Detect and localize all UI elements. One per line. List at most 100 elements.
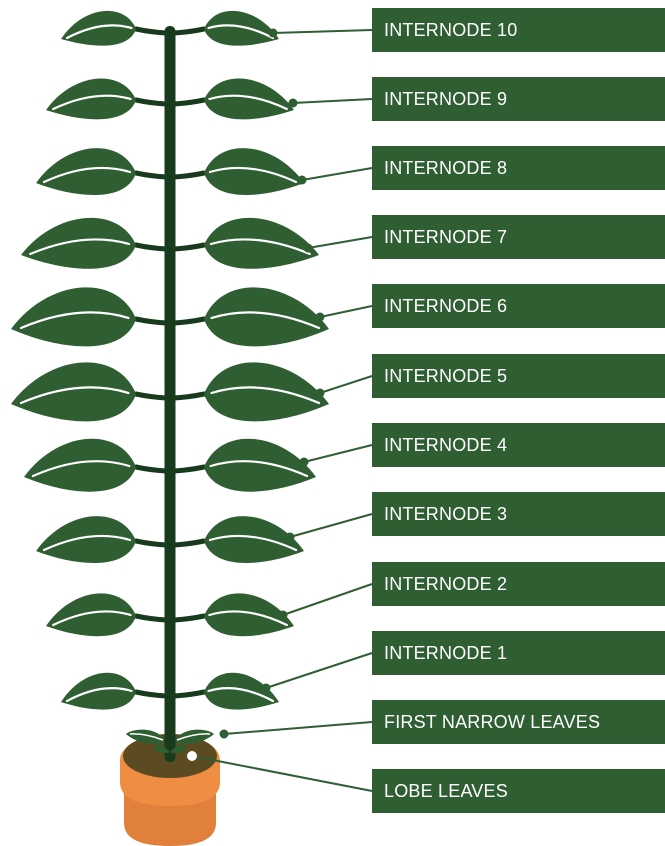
internode-8-leaf-left-petiole xyxy=(133,170,169,180)
internode-2-leaf-left-blade xyxy=(46,593,136,637)
internode-3-leaf-right-petiole xyxy=(171,538,207,548)
label-internode-9-text: INTERNODE 9 xyxy=(384,88,508,109)
internode-7-leaf-right-blade xyxy=(204,217,319,269)
label-internode-7: INTERNODE 7 xyxy=(372,215,665,259)
internode-5-leaf-right-petiole xyxy=(171,391,207,401)
internode-7-leader-dot xyxy=(303,243,313,253)
label-internode-6: INTERNODE 6 xyxy=(372,284,665,328)
internode-2-leaf-left-petiole xyxy=(133,613,169,623)
internode-4-leaf-right-petiole xyxy=(171,464,207,474)
internode-2-leader-dot xyxy=(278,610,288,620)
label-internode-3: INTERNODE 3 xyxy=(372,492,665,536)
internode-6-leaf-right-midrib xyxy=(210,311,321,330)
internode-3-leader-line xyxy=(289,513,373,538)
internode-1-leader-dot xyxy=(261,683,271,693)
internode-6-leaf-left xyxy=(11,287,169,347)
lobe-leaves-group xyxy=(154,744,186,754)
internode-2-leaf-right-midrib xyxy=(208,610,288,627)
internode-6-leaf-right-blade xyxy=(204,287,329,347)
internode-7-leader-line xyxy=(307,236,373,249)
label-internode-6-text: INTERNODE 6 xyxy=(384,295,508,316)
internode-8-leader-dot xyxy=(297,175,307,185)
internode-10-leaf-right-petiole xyxy=(171,26,207,36)
internode-8-leaf-right-petiole xyxy=(171,170,207,180)
internode-7-leaf-right-midrib xyxy=(209,238,311,256)
first-narrow-leaf-blade xyxy=(173,729,214,744)
internode-6-leaf-right-petiole xyxy=(171,316,207,326)
label-internode-4: INTERNODE 4 xyxy=(372,423,665,467)
internode-5-leaf-left-blade xyxy=(11,362,136,422)
internode-6-leaf-left-petiole xyxy=(133,316,169,326)
internode-3-leaf-left xyxy=(36,516,169,564)
internode-9-leaf-left-midrib xyxy=(52,94,132,111)
first-narrow-leaf-midrib xyxy=(176,733,211,741)
internode-9-leaf-right-midrib xyxy=(208,94,288,111)
label-lobe-leaves-text: LOBE LEAVES xyxy=(384,780,508,801)
internode-4-leaf-left-petiole xyxy=(133,464,169,474)
internode-10-leader-line xyxy=(272,29,373,34)
internode-9-leaf-right xyxy=(171,78,294,120)
internode-2-leaf-left-midrib xyxy=(52,610,132,627)
label-internode-3-text: INTERNODE 3 xyxy=(384,503,508,524)
label-internode-7-text: INTERNODE 7 xyxy=(384,226,508,247)
label-internode-10-text: INTERNODE 10 xyxy=(384,19,518,40)
internode-8-leaf-left-midrib xyxy=(42,166,132,184)
internode-6-leader-line xyxy=(319,305,373,318)
label-internode-4-text: INTERNODE 4 xyxy=(384,434,508,455)
internode-9-leaf-left xyxy=(46,78,169,120)
internode-3-leaf-left-petiole xyxy=(133,538,169,548)
lobe-leaves-leader-line xyxy=(191,755,373,792)
internode-7-leaf-left-midrib xyxy=(29,238,131,256)
leader-dots xyxy=(187,28,325,761)
internode-9-leaf-right-blade xyxy=(204,78,294,120)
lobe-leaf-right xyxy=(170,744,186,754)
internode-7-leaf-left xyxy=(21,217,169,269)
internode-1-leaf-right-blade xyxy=(204,672,279,710)
internode-2-leaf-right xyxy=(171,593,294,637)
label-internode-5-text: INTERNODE 5 xyxy=(384,365,508,386)
first-narrow-leaf-left xyxy=(126,729,167,744)
label-internode-2: INTERNODE 2 xyxy=(372,562,665,606)
label-internode-1: INTERNODE 1 xyxy=(372,631,665,675)
first-narrow-leaf-blade xyxy=(126,729,167,744)
leader-lines xyxy=(191,29,373,792)
internode-3-leaf-right-midrib xyxy=(208,534,298,552)
internode-3-leader-dot xyxy=(285,532,295,542)
internode-8-leader-line xyxy=(301,167,373,181)
internode-9-leaf-left-petiole xyxy=(133,97,169,107)
leaves xyxy=(11,10,329,744)
label-internode-8: INTERNODE 8 xyxy=(372,146,665,190)
label-internode-10: INTERNODE 10 xyxy=(372,8,665,52)
internode-5-leaf-left-midrib xyxy=(19,386,130,405)
internode-3-leaf-right xyxy=(171,516,304,564)
internode-1-leaf-right-petiole xyxy=(171,689,207,699)
internode-2-leaf-left xyxy=(46,593,169,637)
internode-9-leader-dot xyxy=(288,98,298,108)
internode-8-leaf-left xyxy=(36,148,169,196)
internode-5-leaf-right xyxy=(171,362,329,422)
internode-8-leaf-right-blade xyxy=(204,148,304,196)
label-internode-2-text: INTERNODE 2 xyxy=(384,573,508,594)
internode-3-leaf-left-midrib xyxy=(42,534,132,552)
label-internode-9: INTERNODE 9 xyxy=(372,77,665,121)
internode-10-leaf-left xyxy=(61,10,169,46)
internode-1-leader-line xyxy=(265,652,373,689)
first-narrow-leaf-right xyxy=(173,729,214,744)
internode-8-leaf-left-blade xyxy=(36,148,136,196)
internode-10-leader-dot xyxy=(268,28,278,38)
internode-4-leaf-right-blade xyxy=(204,438,316,492)
internode-4-leaf-right-midrib xyxy=(209,460,309,478)
internode-7-leaf-left-blade xyxy=(21,217,136,269)
internode-4-leaf-left xyxy=(24,438,169,492)
stem xyxy=(164,26,176,762)
lobe-leaves-leader-dot xyxy=(187,751,197,761)
internode-7-leaf-right-petiole xyxy=(171,242,207,252)
internode-8-leaf-right-midrib xyxy=(208,166,298,184)
first-narrow-leaf-midrib xyxy=(129,733,164,741)
internode-10-leaf-left-midrib xyxy=(65,24,133,40)
label-first-narrow-leaves: FIRST NARROW LEAVES xyxy=(372,700,665,744)
internode-2-leaf-right-blade xyxy=(204,593,294,637)
main-stem xyxy=(164,26,176,762)
internode-1-leaf-left-petiole xyxy=(133,689,169,699)
internode-9-leaf-left-blade xyxy=(46,78,136,120)
